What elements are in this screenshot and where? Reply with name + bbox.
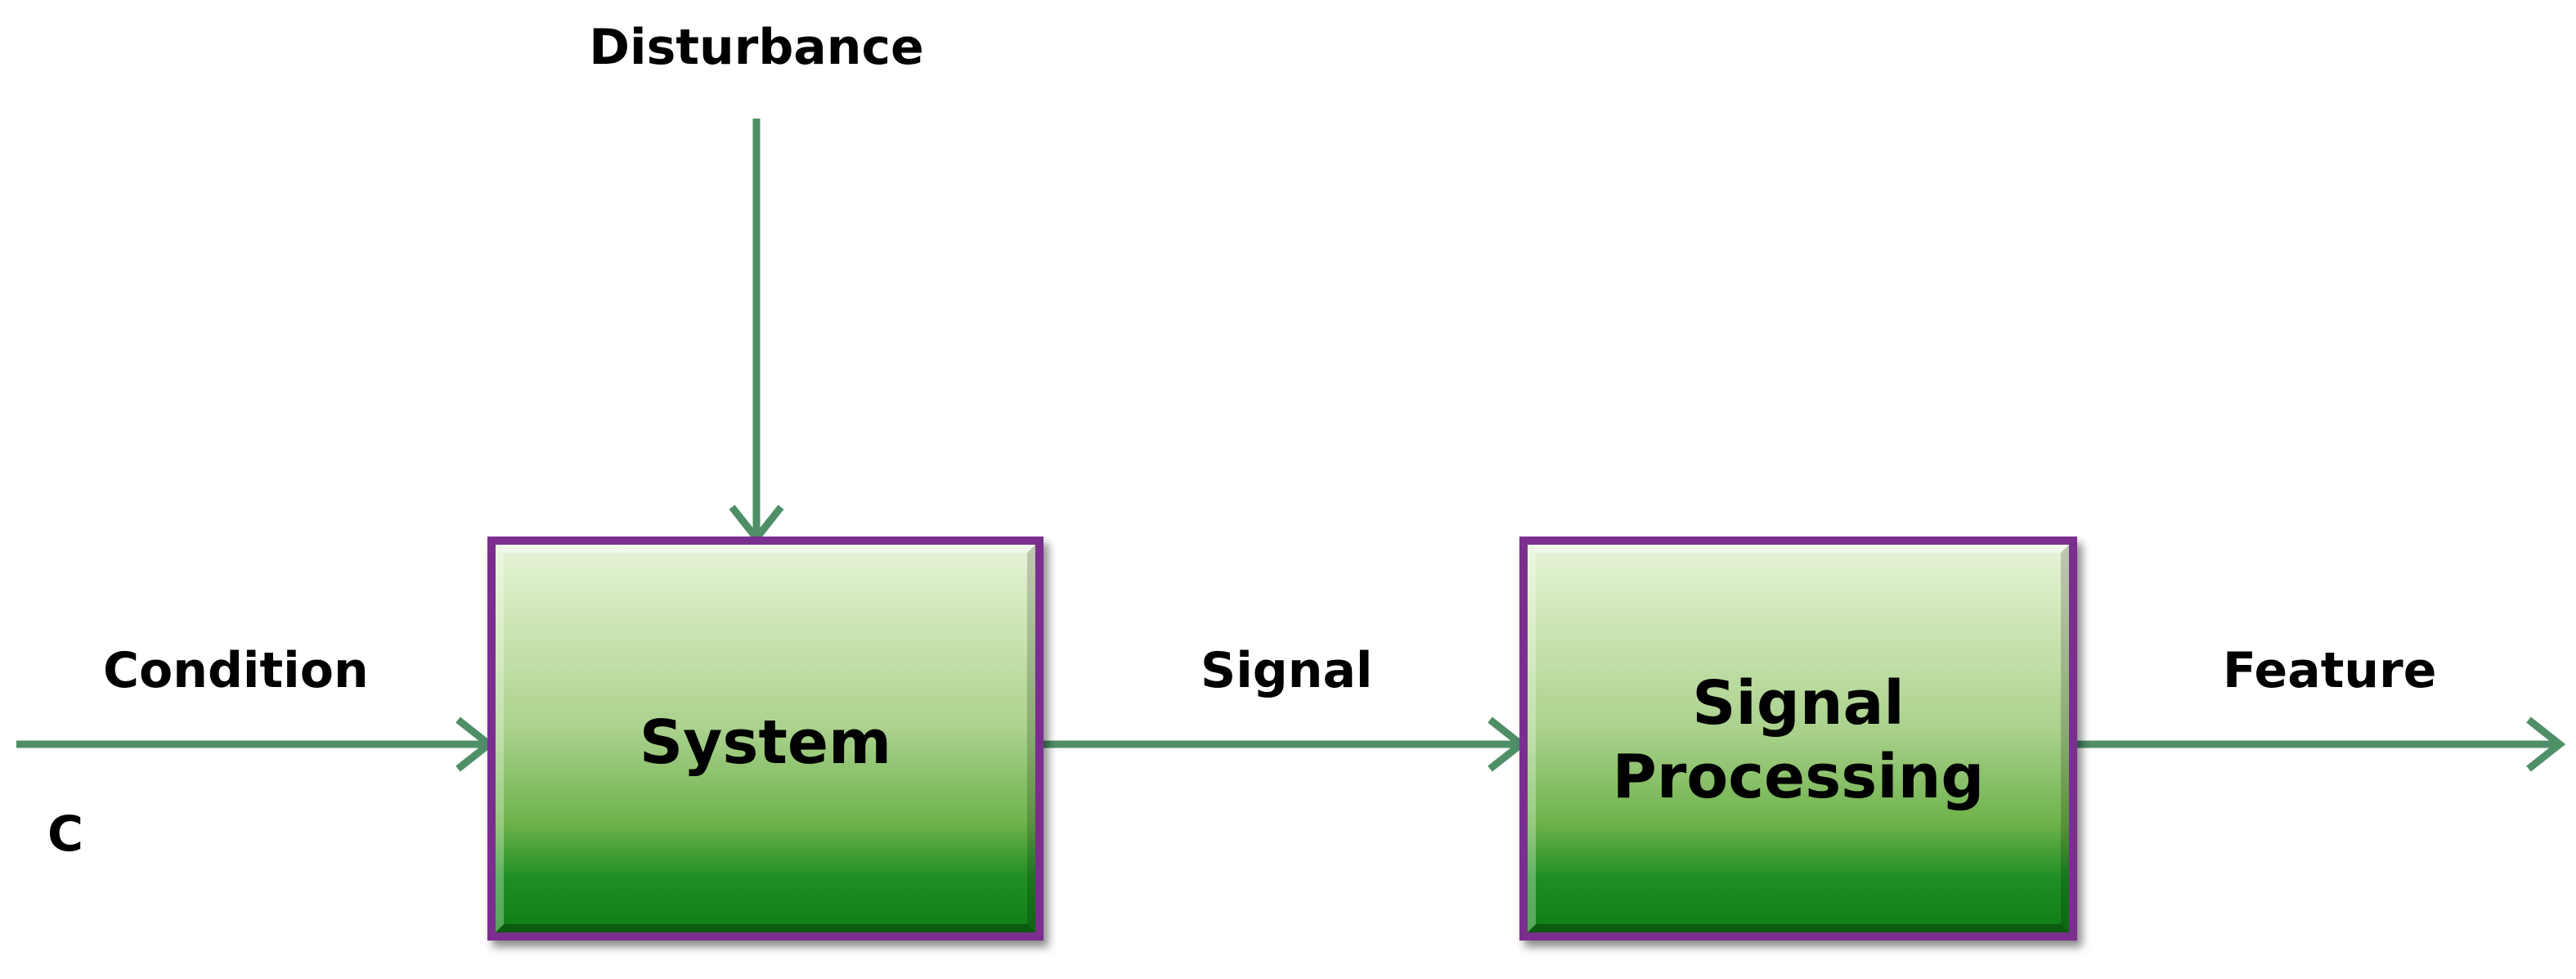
feature-label: Feature (2223, 642, 2437, 699)
disturbance-arrow (729, 119, 784, 545)
condition-arrow (16, 716, 496, 772)
signal-label: Signal (1200, 642, 1373, 699)
condition-symbol: C (47, 806, 84, 863)
signal-processing-block: Signal Processing (1519, 537, 2077, 941)
feature-arrow (2077, 716, 2566, 772)
signal-processing-label-line1: Signal (1692, 668, 1905, 739)
signal-arrow (1043, 716, 1528, 772)
system-block: System (487, 537, 1043, 941)
disturbance-label: Disturbance (589, 19, 924, 76)
condition-label: Condition (103, 642, 369, 699)
signal-processing-label-line2: Processing (1612, 742, 1985, 812)
system-block-label: System (639, 707, 892, 778)
